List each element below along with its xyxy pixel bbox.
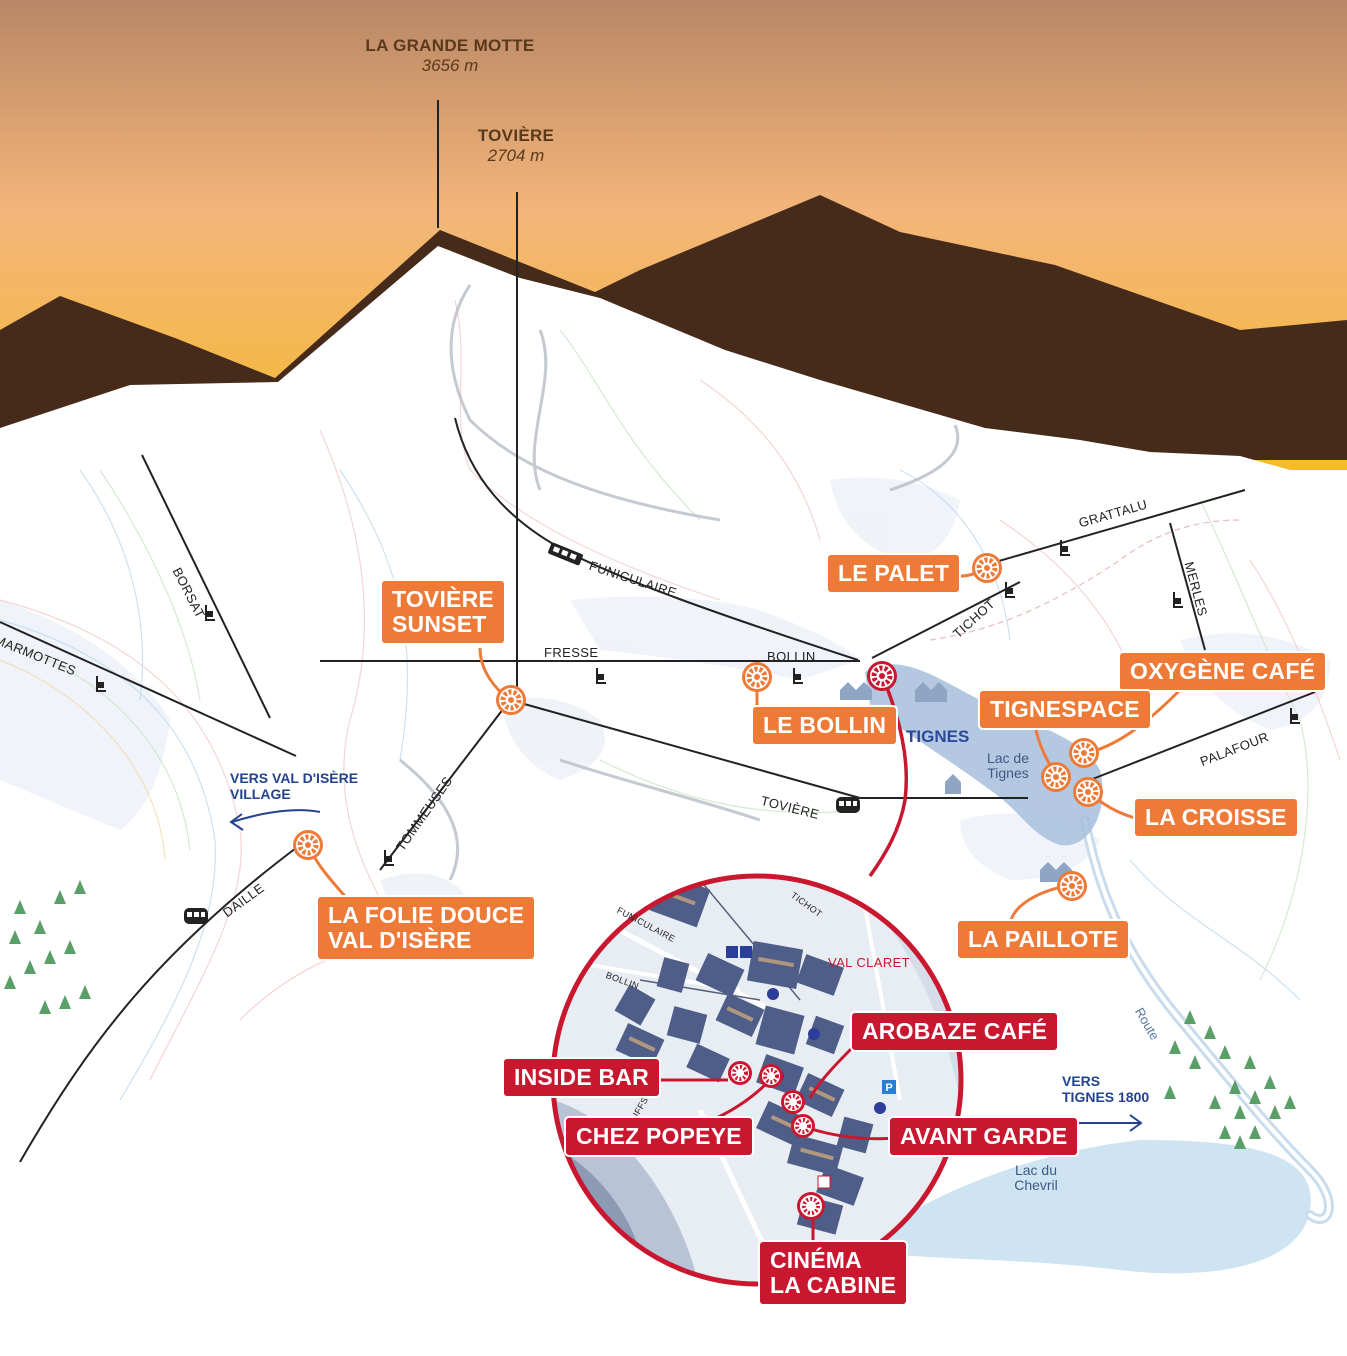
village-buildings [840,682,1072,882]
vers-tignes-1800-line2: TIGNES 1800 [1062,1089,1150,1105]
venue-label-line: LA CABINE [770,1272,897,1298]
vers-val-disere-label: VERS VAL D'ISÈRE VILLAGE [230,770,358,802]
chairlift-icon [793,668,803,684]
chairlift-icon [1173,592,1183,608]
venue-label-line: TIGNESPACE [990,696,1140,722]
chairlift-icon [384,850,394,866]
vers-tignes-1800-label: VERS TIGNES 1800 [1062,1073,1149,1105]
venue-label-line: CINÉMA [770,1247,862,1273]
venue-marker-icon [1057,871,1087,901]
venue-label-line: INSIDE BAR [514,1064,649,1090]
gondola-icon [836,797,860,813]
summit-name: LA GRANDE MOTTE [365,36,535,55]
orange-venue-markers [293,553,1103,901]
vers-val-disere-line2: VILLAGE [230,786,291,802]
venue-label-line: VAL D'ISÈRE [328,927,472,953]
venue-marker-icon [781,1090,805,1114]
venue-label-line: LE PALET [838,560,950,586]
summit-toviere: TOVIÈRE 2704 m [416,126,616,165]
venue-label-line: SUNSET [392,611,487,637]
info-icon [817,1175,831,1189]
summit-name: TOVIÈRE [477,126,555,145]
venue-le-palet[interactable]: LE PALET [826,553,962,594]
bus-icon [726,946,738,958]
venue-la-folie-douce[interactable]: LA FOLIE DOUCE VAL D'ISÈRE [316,895,537,961]
val-claret-marker-icon [867,661,897,691]
vers-tignes-1800-line1: VERS [1062,1073,1101,1089]
venue-label-line: LE BOLLIN [763,712,887,738]
lac-de-tignes [865,664,1103,846]
venue-marker-icon [972,553,1002,583]
venue-label-line: LA CROISSE [1145,804,1287,830]
chairlift-icon [1005,582,1015,598]
funicular-icon [548,542,583,566]
lift-label-bollin: BOLLIN [767,649,816,664]
venue-label-line: OXYGÈNE CAFÉ [1130,658,1316,684]
venue-tignespace[interactable]: TIGNESPACE [978,689,1152,730]
chairlift-icon [596,668,606,684]
town-label-tignes: TIGNES [906,727,970,746]
venue-label-line: AROBAZE CAFÉ [862,1018,1048,1044]
venue-marker-icon [293,830,323,860]
chairlift-icon [96,676,106,692]
venue-marker-icon [742,662,772,692]
lac-de-tignes-label: Lac de Tignes [978,751,1038,781]
venue-arobaze-cafe[interactable]: AROBAZE CAFÉ [850,1011,1060,1052]
venue-marker-icon [1041,762,1071,792]
summit-grande-motte: LA GRANDE MOTTE 3656 m [330,36,570,75]
lac-du-chevril-label: Lac du Chevril [1004,1163,1068,1193]
venue-inside-bar[interactable]: INSIDE BAR [502,1057,661,1098]
venue-cinema-la-cabine[interactable]: CINÉMA LA CABINE [758,1240,909,1306]
bus-icon [767,988,779,1000]
venue-oxygene-cafe[interactable]: OXYGÈNE CAFÉ [1118,651,1328,692]
venue-label-line: CHEZ POPEYE [576,1123,742,1149]
bus-icon [874,1102,886,1114]
venue-la-paillote[interactable]: LA PAILLOTE [956,919,1131,960]
chairlift-icon [1290,708,1300,724]
snow-slopes [0,246,1347,1356]
lac-du-chevril [880,1140,1311,1274]
venue-chez-popeye[interactable]: CHEZ POPEYE [564,1116,754,1157]
lac-de-tignes-line2: Tignes [987,765,1029,781]
val-claret-title: VAL CLARET [828,955,911,970]
svg-text:P: P [885,1082,892,1094]
venue-label-line: LA FOLIE DOUCE [328,902,525,928]
venue-marker-icon [797,1192,825,1220]
gondola-icon [184,908,208,924]
red-venue-markers [728,1061,825,1220]
venue-le-bollin[interactable]: LE BOLLIN [751,705,899,746]
lac-de-tignes-line1: Lac de [986,750,1030,766]
venue-label-line: LA PAILLOTE [968,926,1119,952]
chairlift-icon [1060,540,1070,556]
venue-la-croisse[interactable]: LA CROISSE [1133,797,1299,838]
venue-label-line: TOVIÈRE [392,586,494,612]
venue-marker-icon [759,1064,783,1088]
venue-label-line: AVANT GARDE [900,1123,1068,1149]
venue-marker-icon [728,1061,752,1085]
vers-val-disere-line1: VERS VAL D'ISÈRE [230,770,359,786]
lift-label-fresse: FRESSE [544,645,599,660]
venue-avant-garde[interactable]: AVANT GARDE [888,1116,1080,1157]
toilet-icon [740,946,752,958]
grey-roads [399,284,959,881]
trees [4,880,1296,1149]
lac-du-chevril-line1: Lac du [1014,1162,1058,1178]
chairlift-icon [205,605,215,621]
venue-marker-icon [1069,738,1099,768]
summit-elevation: 2704 m [487,145,545,165]
venue-marker-icon [791,1114,815,1138]
venue-marker-icon [1073,777,1103,807]
bus-icon [808,1028,820,1040]
venue-marker-icon [496,685,526,715]
parking-icon [882,1080,896,1094]
summit-elevation: 3656 m [421,55,479,75]
venue-toviere-sunset[interactable]: TOVIÈRE SUNSET [380,579,506,645]
lac-du-chevril-line2: Chevril [1014,1177,1058,1193]
